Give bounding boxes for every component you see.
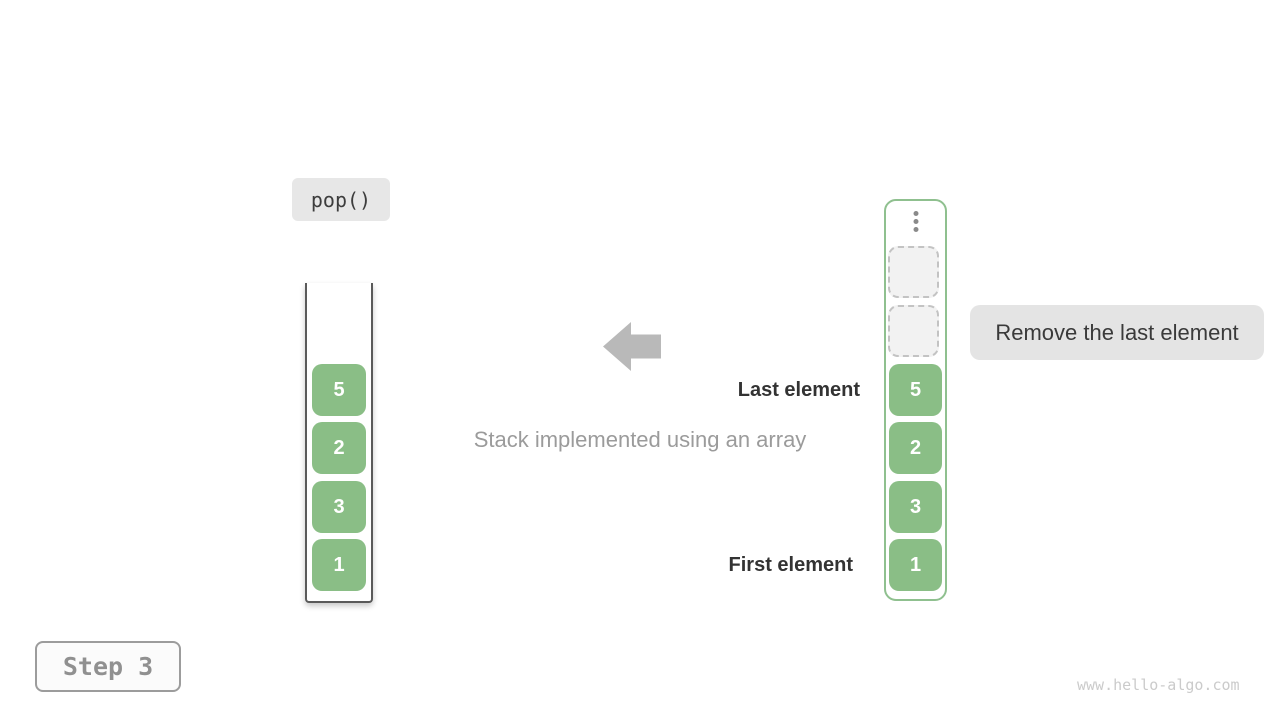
first-element-label: First element <box>728 554 853 576</box>
remove-annotation-label: Remove the last element <box>970 305 1264 360</box>
last-element-label: Last element <box>737 379 860 401</box>
stack-element: 2 <box>312 422 366 474</box>
stack-element: 5 <box>312 364 366 416</box>
array-element: 1 <box>889 539 942 591</box>
empty-array-slot <box>888 305 939 357</box>
figure-caption: Stack implemented using an array <box>473 427 807 452</box>
empty-array-slot <box>888 246 939 298</box>
watermark-text: www.hello-algo.com <box>1077 676 1240 694</box>
array-element: 5 <box>889 364 942 416</box>
step-indicator: Step 3 <box>35 641 181 692</box>
pop-operation-label: pop() <box>292 178 390 221</box>
array-element: 3 <box>889 481 942 533</box>
stack-element: 3 <box>312 481 366 533</box>
stack-container: 5 2 3 1 <box>305 283 373 603</box>
arrow-left-icon <box>603 322 661 371</box>
array-container: 5 2 3 1 <box>884 199 947 601</box>
array-element: 2 <box>889 422 942 474</box>
stack-element: 1 <box>312 539 366 591</box>
ellipsis-icon <box>913 211 918 232</box>
